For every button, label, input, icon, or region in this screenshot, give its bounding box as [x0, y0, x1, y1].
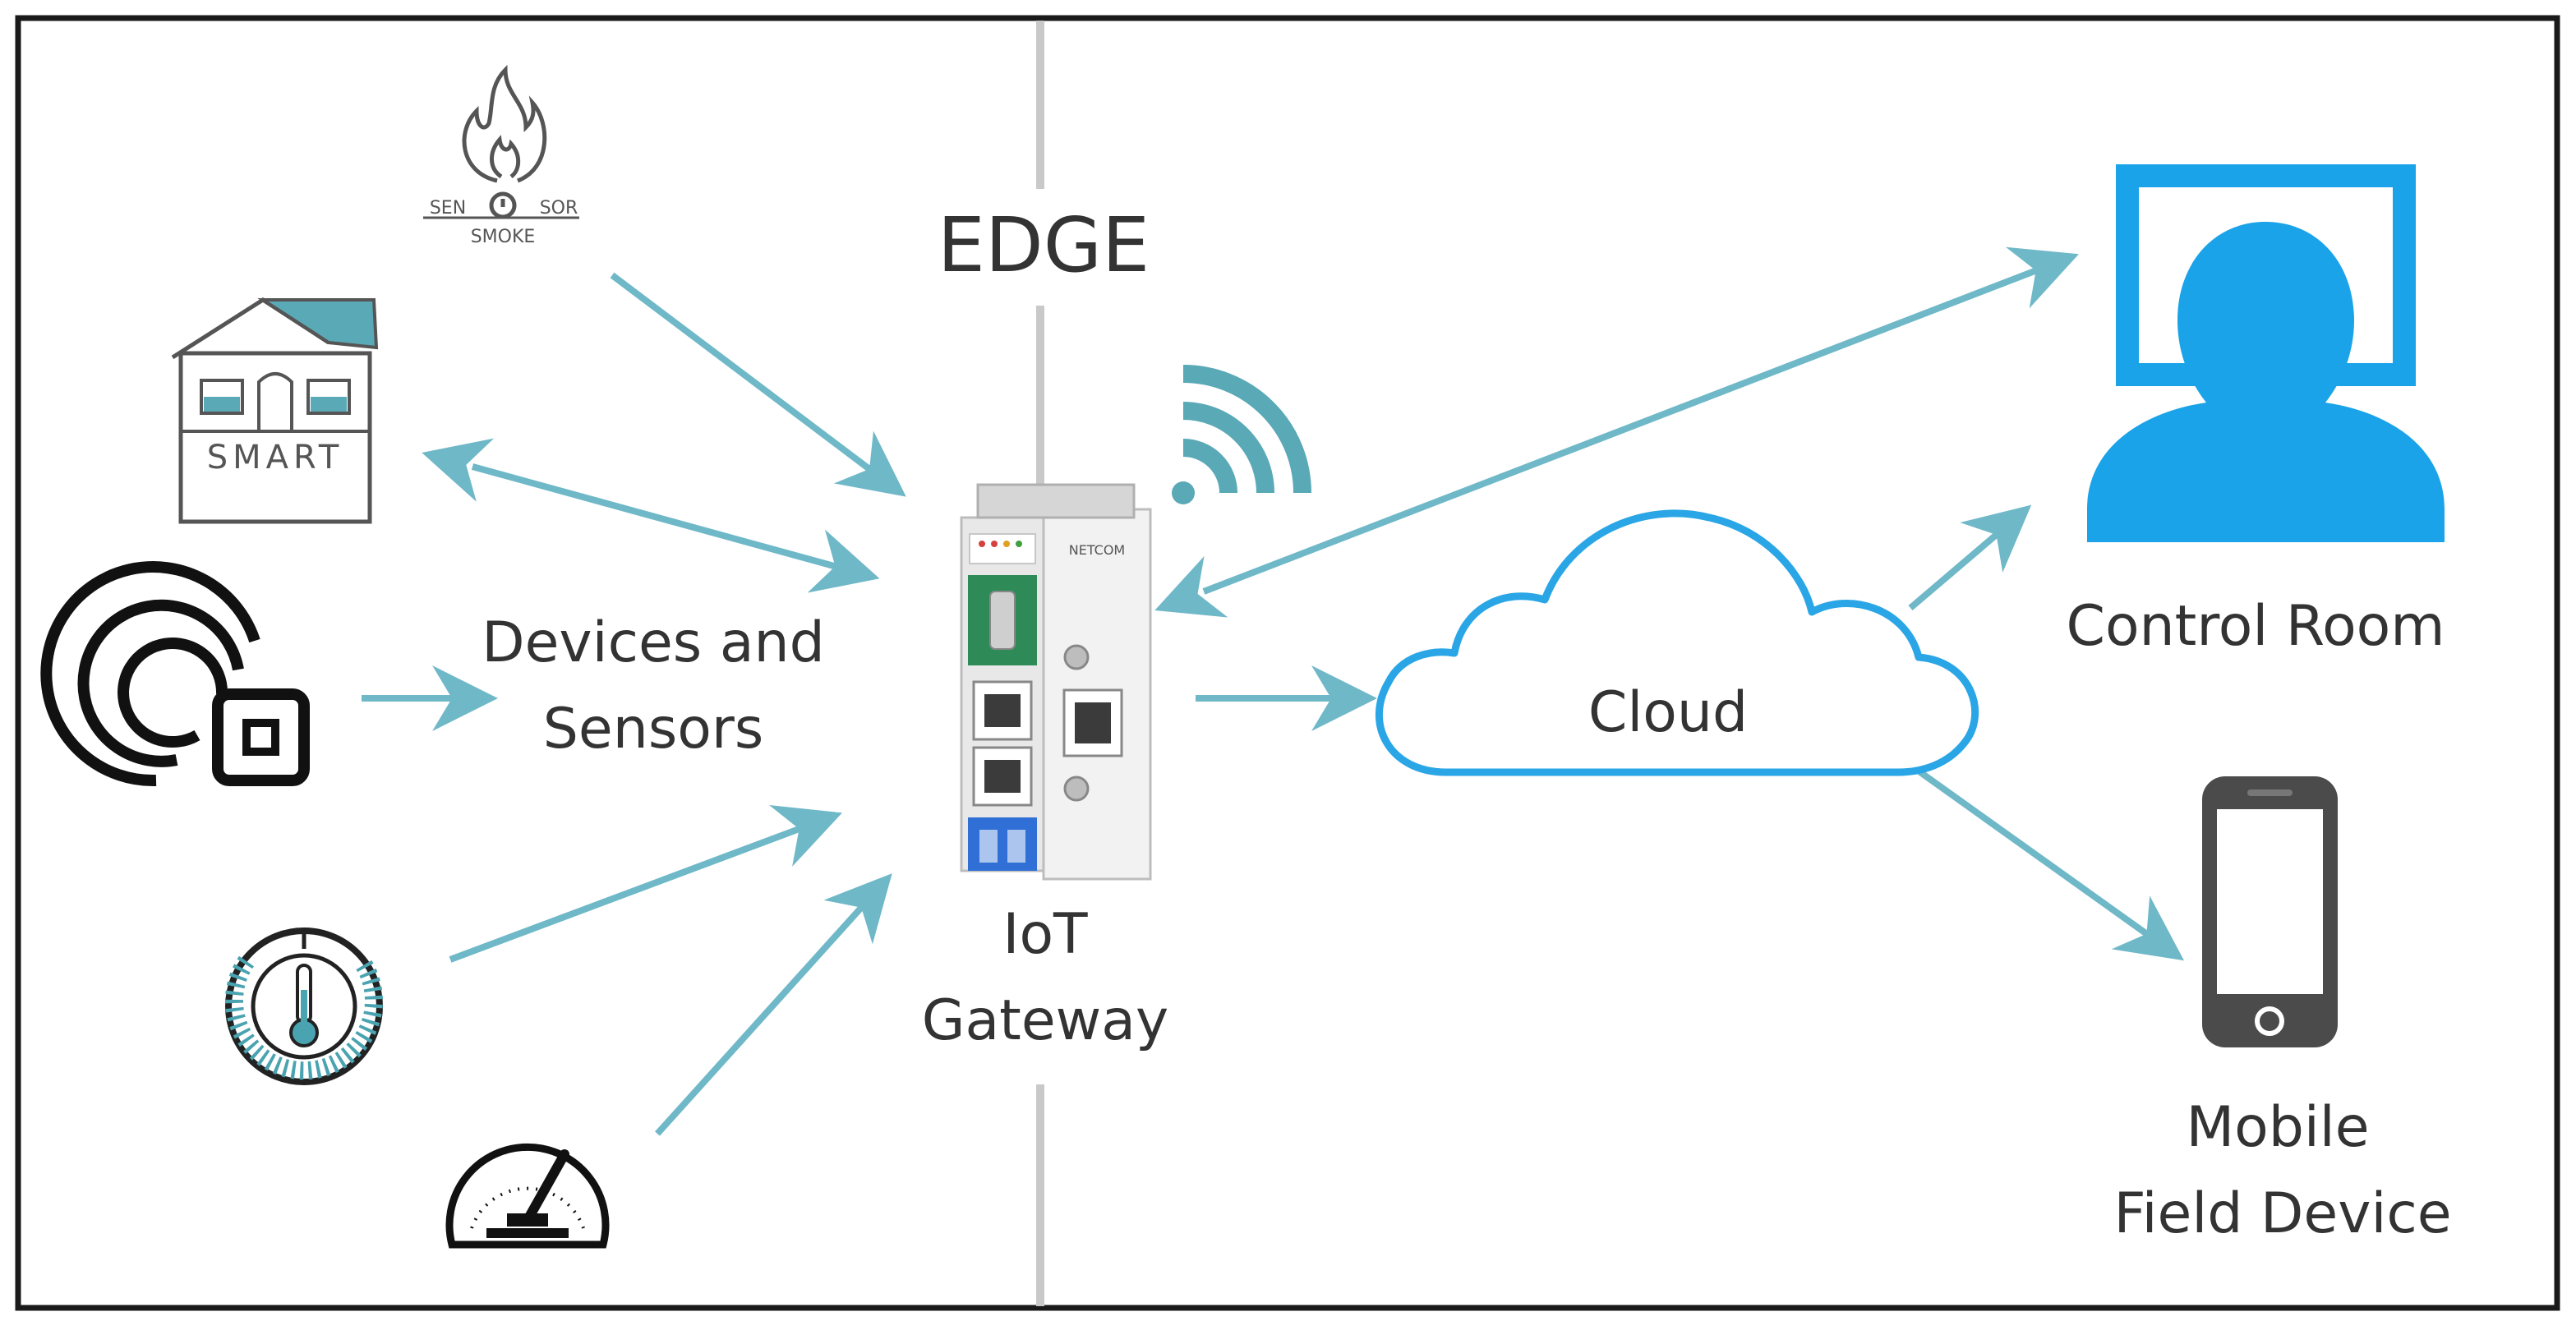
cloud-shape [1376, 509, 1979, 776]
arrow-thermo-to-gateway [449, 804, 842, 963]
smoke-sensor-text-bottom: SMOKE [471, 227, 536, 247]
arrow-cloud-to-mobile [1912, 765, 2185, 961]
devices-label-line1: Devices and [482, 610, 825, 675]
smart-home-icon: SMART [171, 297, 379, 524]
mobile-label-line1: Mobile [2186, 1095, 2369, 1160]
arrow-smarthome-gateway [422, 438, 880, 593]
smoke-sensor-icon: SEN SOR SMOKE [423, 64, 579, 247]
arrow-cloud-to-controlroom [1908, 504, 2032, 611]
arrow-smoke-to-gateway [610, 272, 906, 497]
mobile-label-line2: Field Device [2113, 1181, 2451, 1246]
cloud-label: Cloud [1588, 680, 1748, 745]
thermometer-gauge-icon [225, 927, 383, 1085]
edge-label: EDGE [938, 201, 1150, 289]
arrow-gateway-controlroom [1154, 246, 2079, 618]
gateway-brand-text: NETCOM [1069, 542, 1125, 558]
smoke-sensor-text-left: SEN [430, 198, 466, 219]
proximity-sensor-icon [40, 561, 310, 787]
smoke-sensor-text-right: SOR [540, 198, 578, 219]
control-room-label: Control Room [2066, 594, 2445, 659]
pressure-gauge-icon [445, 1143, 610, 1249]
smart-home-text: SMART [207, 439, 344, 476]
frame-border [15, 15, 2560, 1311]
operator-monitor-icon [2087, 164, 2445, 542]
arrow-pressure-to-gateway [655, 873, 892, 1136]
devices-label-line2: Sensors [543, 697, 764, 762]
wifi-signal-icon [1172, 365, 1311, 504]
gateway-device-icon: NETCOM [960, 483, 1152, 881]
gateway-label-line2: Gateway [922, 988, 1168, 1053]
smartphone-icon [2202, 776, 2338, 1047]
gateway-label-line1: IoT [1002, 902, 1088, 967]
